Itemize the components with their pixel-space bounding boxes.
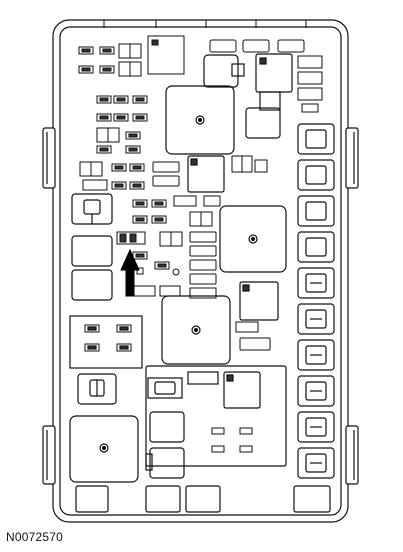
maxi-fuse xyxy=(297,411,335,443)
cartridge-fuse-row-top xyxy=(209,39,305,53)
mounting-tab-left-upper xyxy=(42,127,56,189)
large-relay-right xyxy=(219,205,287,273)
relay-top-right xyxy=(255,53,293,111)
relay-stack-bottom-center xyxy=(145,411,185,479)
housing-inner-outline xyxy=(59,26,342,516)
housing-outline xyxy=(52,19,349,523)
large-relay-upper xyxy=(165,85,235,155)
maxi-fuse xyxy=(297,303,335,335)
mounting-tab-right-upper xyxy=(345,127,359,189)
relay-top-center xyxy=(203,54,245,88)
maxi-fuse xyxy=(297,267,335,299)
relay-left-upper xyxy=(71,193,113,225)
mini-fuse-group-lower-right xyxy=(235,321,271,351)
maxi-fuse xyxy=(297,375,335,407)
maxi-fuse xyxy=(297,123,335,155)
mini-fuse-group-upper-left xyxy=(78,35,185,77)
relay-mid-center xyxy=(187,155,225,193)
arrow-shape xyxy=(120,248,140,297)
maxi-fuse xyxy=(297,159,335,191)
mounting-tab-left-lower xyxy=(42,425,56,485)
figure-reference-code: N0072570 xyxy=(6,530,63,544)
location-arrow xyxy=(120,248,140,297)
target-fuse-location xyxy=(116,231,146,245)
mini-fuse-group-mid-center xyxy=(132,155,268,285)
maxi-fuse xyxy=(297,195,335,227)
relay-lower-right xyxy=(239,281,279,321)
relay-row-bottom xyxy=(75,485,331,513)
relay-left-mid-2 xyxy=(71,269,113,301)
top-latch-marks xyxy=(103,20,307,28)
large-relay-lower xyxy=(161,295,231,365)
maxi-fuse-column-right xyxy=(297,123,335,479)
maxi-fuse xyxy=(297,339,335,371)
relay-upper-right xyxy=(245,107,281,139)
fuse-holder-lower-left xyxy=(77,373,117,405)
lower-left-fuse-panel xyxy=(69,315,143,369)
maxi-fuse xyxy=(297,231,335,263)
mounting-tab-right-lower xyxy=(345,425,359,485)
large-relay-bottom-left xyxy=(69,415,139,483)
mini-fuse-group-middle-left xyxy=(79,95,148,191)
lower-relay-section xyxy=(145,365,287,467)
mini-fuse-group-top-right xyxy=(297,55,323,113)
relay-left-mid-1 xyxy=(71,235,113,267)
maxi-fuse xyxy=(297,447,335,479)
